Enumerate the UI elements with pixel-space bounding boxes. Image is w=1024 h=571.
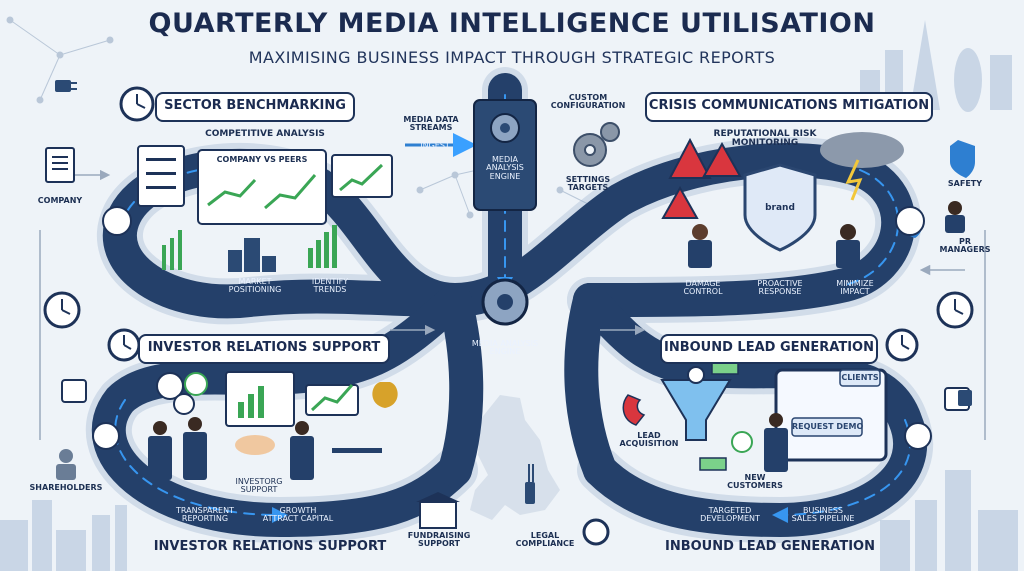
center-engine-label: MEDIA ANALYSIS ENGINE <box>471 339 539 357</box>
sector-benchmarking-pill <box>155 92 355 122</box>
risk-monitoring-label: REPUTATIONAL RISK MONITORING <box>713 129 817 149</box>
top-engine-label: MEDIA ANALYSIS ENGINE <box>486 155 524 181</box>
sector-benchmarking-title: SECTOR BENCHMARKING <box>164 98 346 113</box>
ingest-label: INGEST <box>420 141 450 150</box>
damage-control-label: DAMAGE CONTROL <box>683 279 723 297</box>
request-demo-label: REQUEST DEMO <box>792 422 864 431</box>
safety-label: SAFETY <box>947 179 983 188</box>
city-skyline-left <box>0 500 127 571</box>
lead-acquisition-label: LEAD ACQUISITION <box>619 431 679 449</box>
investor-title: INVESTOR RELATIONS SUPPORT <box>147 340 381 355</box>
crisis-title: CRISIS COMMUNICATIONS MITIGATION <box>648 98 930 113</box>
bar-chart-icon <box>102 206 132 236</box>
shareholders-label: SHAREHOLDERS <box>29 483 103 492</box>
sector-charts <box>137 145 393 272</box>
page-title: QUARTERLY MEDIA INTELLIGENCE UTILISATION <box>148 8 876 39</box>
new-customers-label: NEW CUSTOMERS <box>727 473 783 491</box>
company-document-icon <box>45 147 75 183</box>
investor-bottom-title: INVESTOR RELATIONS SUPPORT <box>153 539 387 554</box>
company-label: COMPANY <box>37 196 83 205</box>
clients-label: CLIENTS <box>841 373 879 382</box>
legal-compliance-label: LEGAL COMPLIANCE <box>515 531 575 549</box>
investor-pill <box>138 334 390 364</box>
investor-illustration <box>56 371 460 529</box>
plug-icons <box>55 80 972 504</box>
market-positioning-label: MARKET POSITIONING <box>228 277 282 295</box>
growth-attract-label: GROWTH ATTRACT CAPITAL <box>262 506 334 524</box>
investor-support-label: INVESTORG SUPPORT <box>235 477 283 495</box>
company-vs-peers-label: COMPANY vs PEERS <box>216 155 308 164</box>
minimize-impact-label: MINIMIZE IMPACT <box>836 279 874 297</box>
custom-configuration-label: CUSTOM CONFIGURATION <box>550 93 626 111</box>
business-pipeline-label: BUSINESS SALES PIPELINE <box>791 506 855 524</box>
shield-check-icon <box>895 206 925 236</box>
center-engine-gear <box>481 278 529 326</box>
fundraising-label: FUNDRAISING SUPPORT <box>407 531 471 549</box>
crisis-pill <box>645 92 933 122</box>
targeted-development-label: TARGETED DEVELOPMENT <box>700 506 760 524</box>
uk-map <box>470 395 560 520</box>
brand-label: brand <box>765 203 795 213</box>
side-connectors <box>39 133 986 440</box>
transparent-reporting-label: TRANSPARENT REPORTING <box>176 506 234 524</box>
pr-managers-label: PR MANAGERS <box>939 237 991 255</box>
settings-gears <box>573 122 620 167</box>
inbound-illustration <box>622 359 970 472</box>
proactive-response-label: PROACTIVE RESPONSE <box>757 279 803 297</box>
inbound-bottom-title: INBOUND LEAD GENERATION <box>665 539 875 554</box>
page-subtitle: MAXIMISING BUSINESS IMPACT THROUGH STRAT… <box>248 48 776 67</box>
identify-trends-label: IDENTIFY TRENDS <box>311 277 349 295</box>
media-data-streams-label: MEDIA DATA STREAMS <box>403 115 459 133</box>
competitive-analysis-label: COMPETITIVE ANALYSIS <box>205 129 325 139</box>
clock-icons <box>43 86 974 546</box>
inbound-pill <box>660 334 878 364</box>
settings-targets-label: SETTINGS TARGETS <box>565 175 611 193</box>
top-engine <box>473 99 537 211</box>
inbound-title: INBOUND LEAD GENERATION <box>664 340 874 355</box>
crisis-illustration <box>661 132 975 268</box>
